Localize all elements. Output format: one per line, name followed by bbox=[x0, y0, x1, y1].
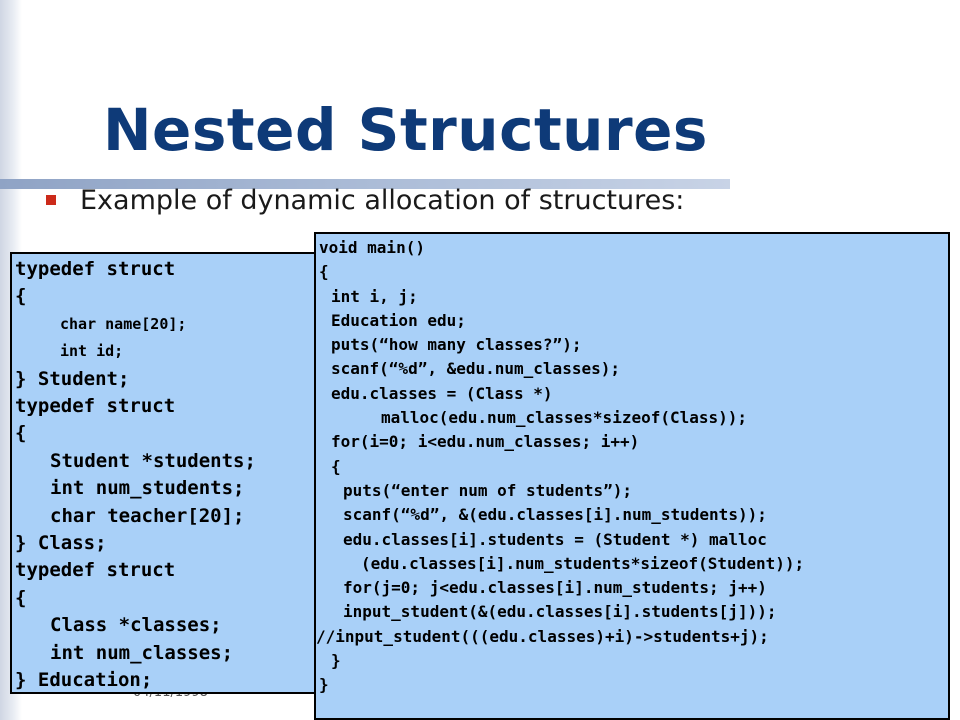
code-line: int i, j; bbox=[331, 286, 418, 306]
code-line: (edu.classes[i].num_students*sizeof(Stud… bbox=[361, 553, 805, 573]
main-function-code-box: void main(){int i, j;Education edu;puts(… bbox=[314, 232, 950, 720]
code-line: //input_student(((edu.classes)+i)->stude… bbox=[316, 626, 769, 646]
code-line: char name[20]; bbox=[60, 314, 187, 333]
code-line: typedef struct bbox=[15, 559, 176, 582]
bullet-item: Example of dynamic allocation of structu… bbox=[46, 185, 684, 216]
code-line: int num_classes; bbox=[50, 641, 234, 664]
code-line: } Education; bbox=[15, 669, 153, 692]
code-line: puts(“how many classes?”); bbox=[331, 335, 582, 355]
code-line: } bbox=[319, 675, 329, 695]
title-underline bbox=[0, 179, 730, 189]
code-line: for(j=0; j<edu.classes[i].num_students; … bbox=[343, 578, 767, 598]
code-line: input_student(&(edu.classes[i].students[… bbox=[343, 602, 777, 622]
code-line: Education edu; bbox=[331, 310, 466, 330]
bullet-text: Example of dynamic allocation of structu… bbox=[80, 185, 685, 216]
code-line: { bbox=[331, 456, 341, 476]
code-line: int num_students; bbox=[50, 477, 245, 500]
code-line: } Student; bbox=[15, 367, 130, 390]
code-line: scanf(“%d”, &(edu.classes[i].num_student… bbox=[343, 505, 767, 525]
bullet-square-icon bbox=[46, 195, 56, 205]
slide-title: Nested Structures bbox=[103, 96, 708, 164]
code-line: { bbox=[15, 422, 27, 445]
code-line: { bbox=[319, 262, 329, 282]
code-line: scanf(“%d”, &edu.num_classes); bbox=[331, 359, 620, 379]
code-line: { bbox=[15, 285, 27, 308]
code-line: puts(“enter num of students”); bbox=[343, 480, 632, 500]
code-line: void main() bbox=[319, 238, 425, 257]
struct-definitions-code-box: typedef struct{char name[20];int id;} St… bbox=[10, 252, 340, 694]
code-line: } Class; bbox=[15, 532, 107, 555]
code-line: int id; bbox=[60, 342, 124, 361]
code-line: edu.classes[i].students = (Student *) ma… bbox=[343, 529, 767, 549]
code-line: { bbox=[15, 586, 27, 609]
code-line: Student *students; bbox=[50, 449, 256, 472]
code-line: edu.classes = (Class *) bbox=[331, 383, 553, 403]
code-line: Class *classes; bbox=[50, 614, 222, 637]
code-line: malloc(edu.num_classes*sizeof(Class)); bbox=[381, 408, 748, 428]
code-line: typedef struct bbox=[15, 395, 176, 418]
code-line: char teacher[20]; bbox=[50, 504, 245, 527]
code-line: } bbox=[331, 651, 341, 671]
code-line: typedef struct bbox=[15, 258, 176, 280]
code-line: for(i=0; i<edu.num_classes; i++) bbox=[331, 432, 640, 452]
